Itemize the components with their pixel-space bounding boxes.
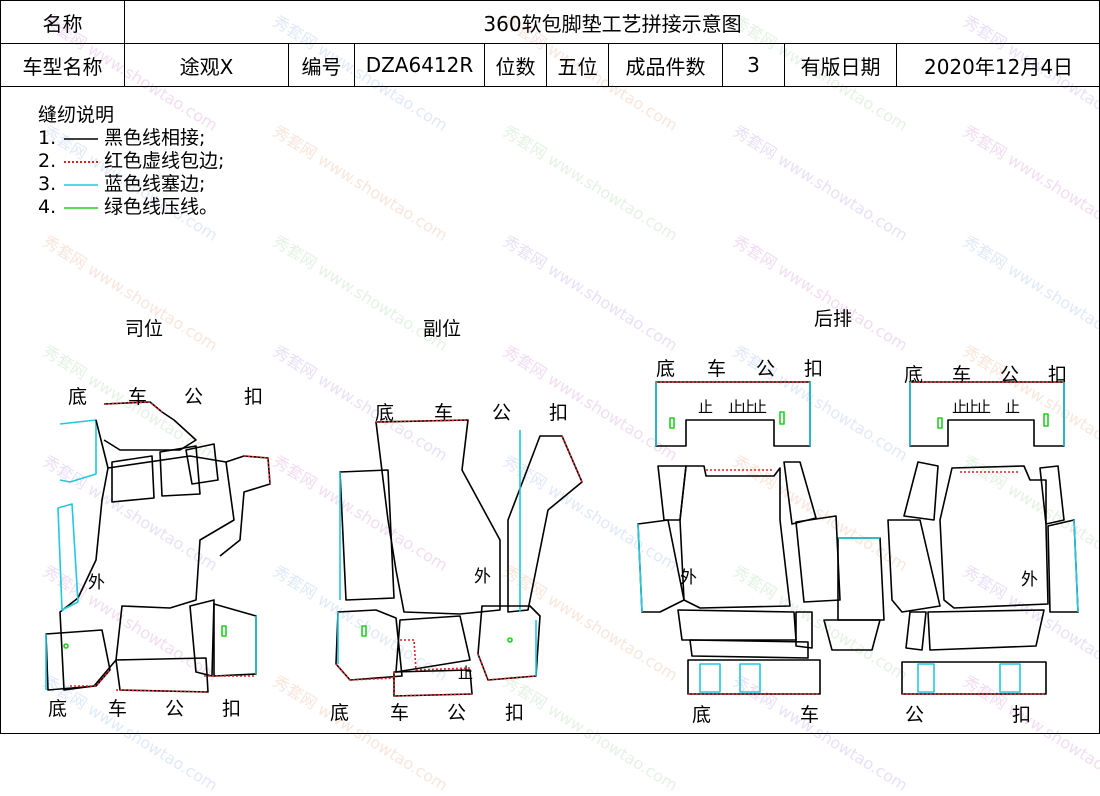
passenger-mat xyxy=(336,420,582,696)
rear-right-mat xyxy=(888,382,1078,694)
driver-mat xyxy=(46,402,270,692)
pattern-diagram xyxy=(0,0,1100,734)
rear-left-mat xyxy=(638,382,884,694)
